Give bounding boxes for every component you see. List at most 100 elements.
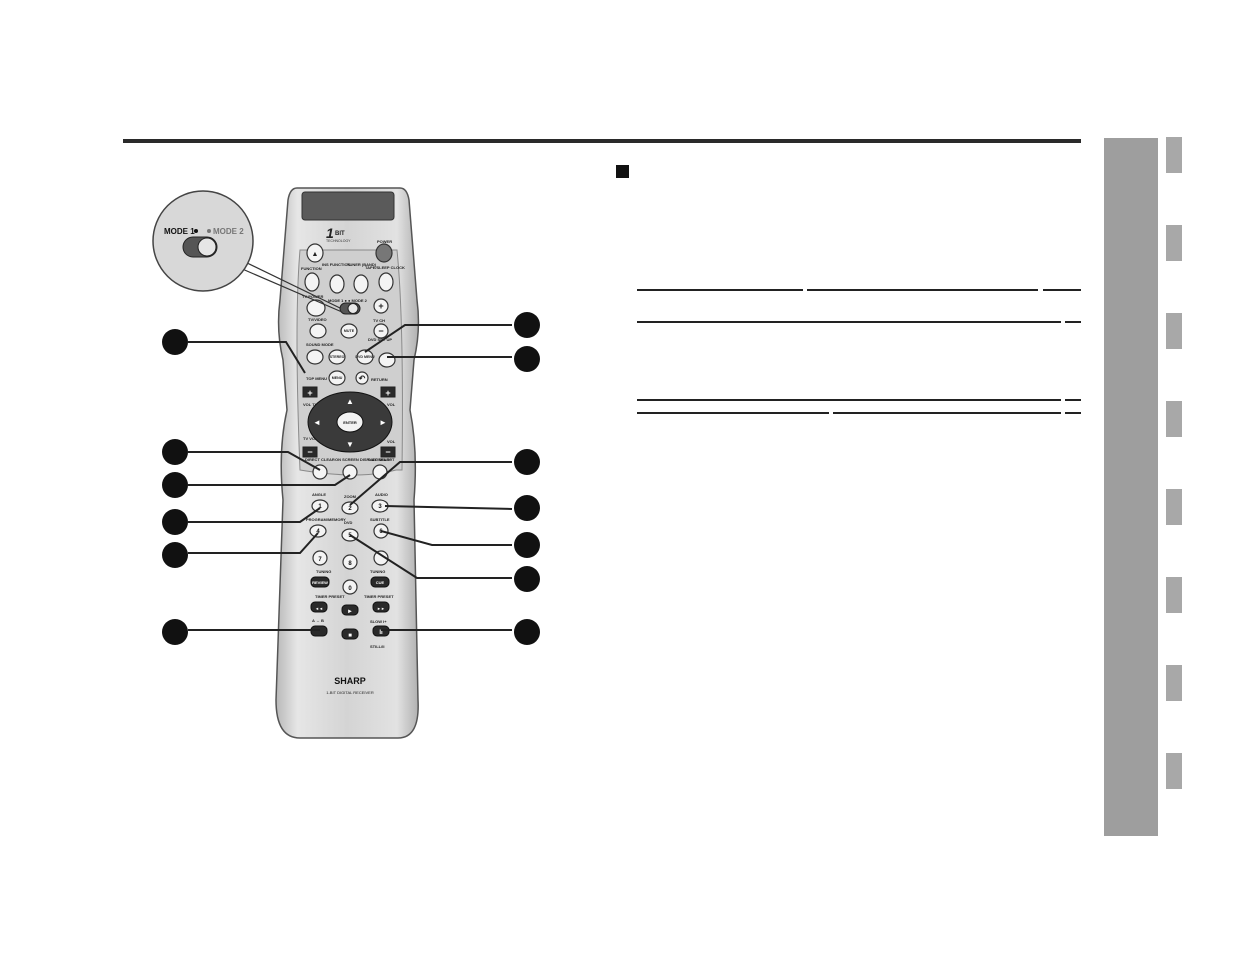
tuner-band-label: TUNER (BAND) (347, 262, 377, 267)
svg-text:►: ► (347, 609, 353, 615)
on-screen-button[interactable] (342, 464, 358, 480)
svg-text:3: 3 (378, 504, 382, 510)
bit-technology-logo: 1 BIT TECHNOLOGY (326, 225, 351, 243)
svg-text:REVIEW: REVIEW (312, 580, 328, 585)
svg-text:TECHNOLOGY: TECHNOLOGY (326, 239, 351, 243)
vol-plus-button[interactable] (380, 386, 396, 398)
next-button[interactable] (372, 601, 390, 613)
callout-marker (162, 329, 188, 355)
table-rule (833, 412, 1061, 414)
disc-select-button[interactable] (372, 464, 388, 480)
key-7-button[interactable] (312, 550, 328, 566)
tape-button[interactable] (378, 272, 394, 292)
dvd-label: DVD (344, 520, 353, 525)
table-rule (637, 412, 829, 414)
review-button[interactable] (310, 576, 330, 588)
vol-tv-minus-button[interactable] (302, 446, 318, 458)
key-2-button[interactable] (341, 501, 359, 515)
mute-button[interactable] (340, 323, 358, 339)
chapter-tab[interactable] (1166, 137, 1182, 173)
page-top-rule (123, 139, 1081, 143)
key-9-button[interactable] (373, 550, 389, 566)
sound-mode-button[interactable] (306, 349, 324, 365)
svg-text:1: 1 (318, 504, 322, 510)
tv-ch-label: TV CH (373, 318, 385, 323)
mode-switch[interactable] (339, 302, 361, 315)
svg-text:II: II (379, 630, 383, 636)
play-button[interactable] (341, 604, 359, 616)
callout-marker (514, 346, 540, 372)
tuner-band-button[interactable] (353, 274, 369, 294)
svg-text:■: ■ (348, 633, 352, 639)
subtitle-label: SUBTITLE (370, 517, 390, 522)
svg-text:MODE 2: MODE 2 (213, 227, 244, 236)
timer-preset-label-right: TIMER PRESET (364, 594, 394, 599)
callout-marker (514, 495, 540, 521)
chapter-tab[interactable] (1166, 665, 1182, 701)
tape-label: TAPE/SLEEP CLOCK (365, 265, 405, 270)
remote-body (275, 187, 420, 739)
right-arrow-icon[interactable]: ► (379, 418, 387, 427)
svg-text:2: 2 (348, 506, 352, 512)
svg-text:7: 7 (318, 557, 322, 563)
vol-tv-label: VOL TV (303, 402, 318, 407)
svg-text:+: + (385, 388, 390, 398)
slow-label: SLOW I+ (370, 619, 387, 624)
callout-marker (514, 532, 540, 558)
key-8-button[interactable] (342, 554, 358, 570)
audio-label: AUDIO (375, 492, 388, 497)
tv-power-label: TV POWER (302, 294, 323, 299)
prev-button[interactable] (310, 601, 328, 613)
dvd-setup-label: DVD SET UP (368, 337, 392, 342)
svg-text:CUE: CUE (376, 580, 385, 585)
chapter-tab[interactable] (1166, 313, 1182, 349)
function-button[interactable] (304, 272, 320, 292)
dvd-setup-button[interactable] (378, 352, 396, 368)
tv-power-button[interactable] (306, 299, 326, 317)
sound-mode-label: SOUND MODE (306, 342, 334, 347)
ins-function-button[interactable] (329, 274, 345, 294)
model-caption: 1-BIT DIGITAL RECEIVER (326, 690, 374, 695)
chapter-tab[interactable] (1166, 577, 1182, 613)
vol-minus-button[interactable] (380, 446, 396, 458)
stereo-button[interactable] (328, 349, 346, 365)
vol-tv-plus-button[interactable] (302, 386, 318, 398)
key-4-button[interactable] (309, 524, 327, 538)
svg-text:DVD MENU: DVD MENU (355, 355, 375, 359)
chapter-tab[interactable] (1166, 753, 1182, 789)
enter-button[interactable] (336, 411, 364, 433)
chapter-tab[interactable] (1166, 225, 1182, 261)
still-label: STILL/II (370, 644, 384, 649)
callout-marker (514, 312, 540, 338)
ab-label: A ↔ B (312, 618, 324, 623)
tv-video-button[interactable] (309, 323, 327, 339)
table-rule (637, 289, 803, 291)
cue-button[interactable] (370, 576, 390, 588)
tv-ch-down-button[interactable] (373, 323, 389, 339)
tuning-label-left: TUNING (316, 569, 331, 574)
chapter-tab[interactable] (1166, 401, 1182, 437)
table-rule (1065, 321, 1081, 323)
stop-button[interactable] (341, 628, 359, 640)
brand-logo: SHARP (334, 676, 366, 686)
key-1-button[interactable] (311, 499, 329, 513)
angle-label: ANGLE (312, 492, 326, 497)
section-bullet (616, 165, 629, 178)
chapter-tab[interactable] (1166, 489, 1182, 525)
down-arrow-icon[interactable]: ▼ (346, 440, 354, 449)
menu-button[interactable] (328, 370, 346, 386)
key-0-button[interactable] (342, 579, 358, 595)
svg-text:+: + (378, 301, 383, 311)
left-arrow-icon[interactable]: ◄ (313, 418, 321, 427)
power-button[interactable] (375, 243, 393, 263)
function-label: FUNCTION (301, 266, 322, 271)
up-arrow-icon[interactable]: ▲ (346, 397, 354, 406)
svg-text:−: − (385, 447, 390, 457)
tv-ch-up-button[interactable] (373, 298, 389, 314)
eject-button[interactable] (306, 243, 324, 263)
direction-pad[interactable] (307, 391, 393, 453)
disc-select-label: DISC SELECT (368, 457, 395, 462)
dvd-menu-button[interactable] (356, 349, 374, 365)
zoom-label: ZOOM (344, 494, 357, 499)
return-button[interactable] (355, 371, 369, 385)
